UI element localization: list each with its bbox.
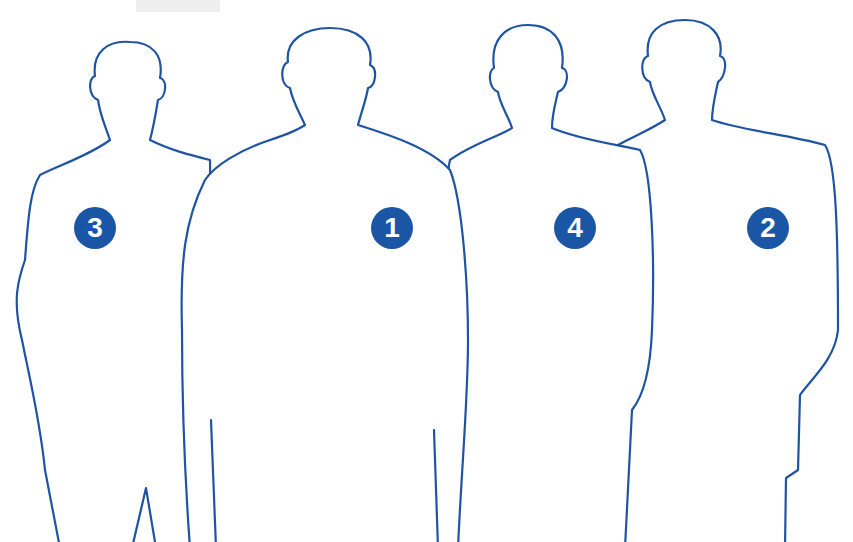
arm-line — [434, 430, 438, 542]
callout-number: 3 — [73, 206, 117, 250]
leg-line — [132, 488, 156, 542]
callout-number: 1 — [370, 206, 414, 250]
callout-number: 2 — [746, 206, 790, 250]
callout-disc — [371, 207, 413, 249]
person-silhouette — [445, 25, 653, 542]
callout-number: 4 — [553, 206, 597, 250]
person-silhouette — [182, 28, 468, 542]
callout-disc — [74, 207, 116, 249]
arm-line — [211, 420, 216, 542]
callout-disc — [747, 207, 789, 249]
header-tab — [136, 0, 220, 12]
callout-disc — [554, 207, 596, 249]
